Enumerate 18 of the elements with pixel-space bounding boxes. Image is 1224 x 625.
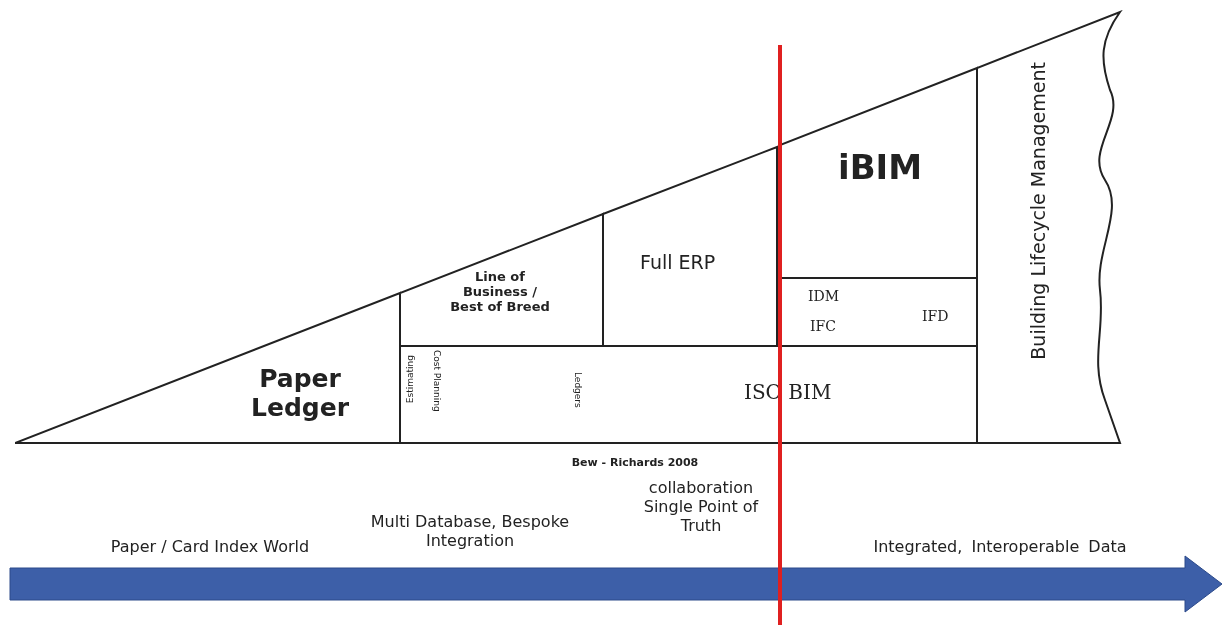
segment-label: Building Lifecycle Management: [1028, 62, 1050, 360]
segment-label: IDM: [808, 288, 840, 305]
segment-label: Estimating: [405, 355, 416, 404]
diagram-segment: [780, 278, 980, 349]
segment-label: Line of Business / Best of Breed: [449, 270, 551, 315]
diagram-segment: [977, 10, 1123, 446]
segment-label: IFD: [922, 308, 949, 325]
stage-label: Multi Database, Bespoke Integration: [369, 512, 571, 551]
segment-label: IFC: [810, 318, 836, 335]
stage-label: Paper / Card Index World: [109, 537, 311, 557]
segment-label: Full ERP: [640, 252, 716, 274]
credit-note: Bew - Richards 2008: [570, 456, 700, 470]
segment-label: Cost Planning: [432, 350, 443, 412]
segment-label: iBIM: [838, 148, 923, 188]
stage-label: Integrated, Interoperable Data: [872, 537, 1128, 557]
segment-label: Ledgers: [573, 372, 584, 408]
segment-label: Paper Ledger: [250, 365, 350, 423]
stage-label: collaboration Single Point of Truth: [642, 478, 760, 536]
